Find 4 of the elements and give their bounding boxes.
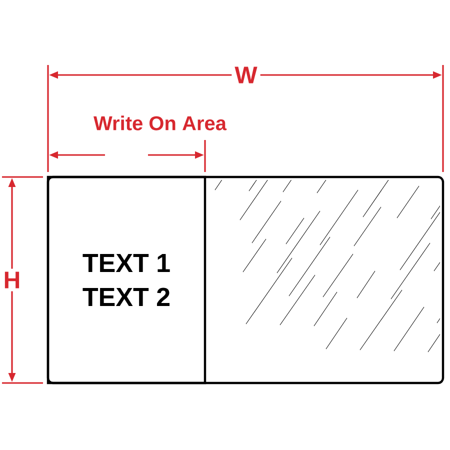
dimension-label: W bbox=[232, 64, 260, 86]
dimension-label: Write On Area bbox=[90, 112, 230, 134]
write-on-area-box: TEXT 1 TEXT 2 bbox=[46, 176, 206, 384]
dimension-label: H bbox=[0, 268, 24, 292]
